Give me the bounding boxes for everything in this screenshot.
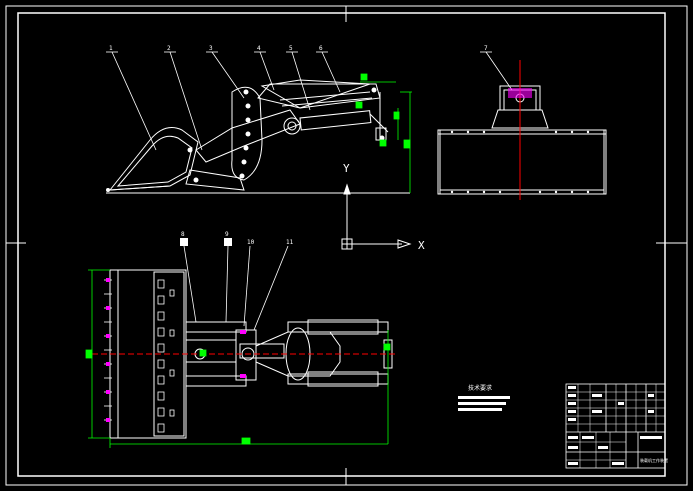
side-view [106,51,410,194]
axis-y-label: Y [343,162,350,175]
front-view-highlight [508,88,532,98]
bucket-side [108,127,199,191]
inner-drawing-frame [17,12,666,477]
plan-cylinder-top [287,321,389,333]
plan-hidden-accents [106,278,246,422]
plan-view [104,245,393,439]
plan-dimensions [85,269,391,448]
callout-3: 3 [209,45,213,52]
callout-8: 8 [181,231,185,238]
notes-title: 技术要求 [468,384,492,392]
axis-x-label: X [418,239,425,252]
centering-marks [6,6,687,485]
plan-callouts: 8 9 10 11 [180,231,294,246]
lift-cylinder [299,110,372,131]
callout-2: 2 [167,45,171,52]
front-view [437,51,607,195]
callout-4: 4 [257,45,261,52]
title-block-name: 装载机工作装置 [640,457,668,463]
coordinate-axis [341,183,412,250]
callout-6: 6 [319,45,323,52]
bell-crank [231,86,263,181]
callout-11: 11 [286,239,294,246]
side-callouts: 1 2 3 4 5 6 [109,45,323,52]
callout-1: 1 [109,45,113,52]
bucket-front [437,129,607,195]
technical-notes: 技术要求 [458,384,510,411]
callout-5: 5 [289,45,293,52]
callout-10: 10 [247,239,255,246]
title-block [565,383,666,469]
callout-9: 9 [225,231,229,238]
callout-7: 7 [484,45,488,52]
side-view-dimensions [355,73,412,193]
